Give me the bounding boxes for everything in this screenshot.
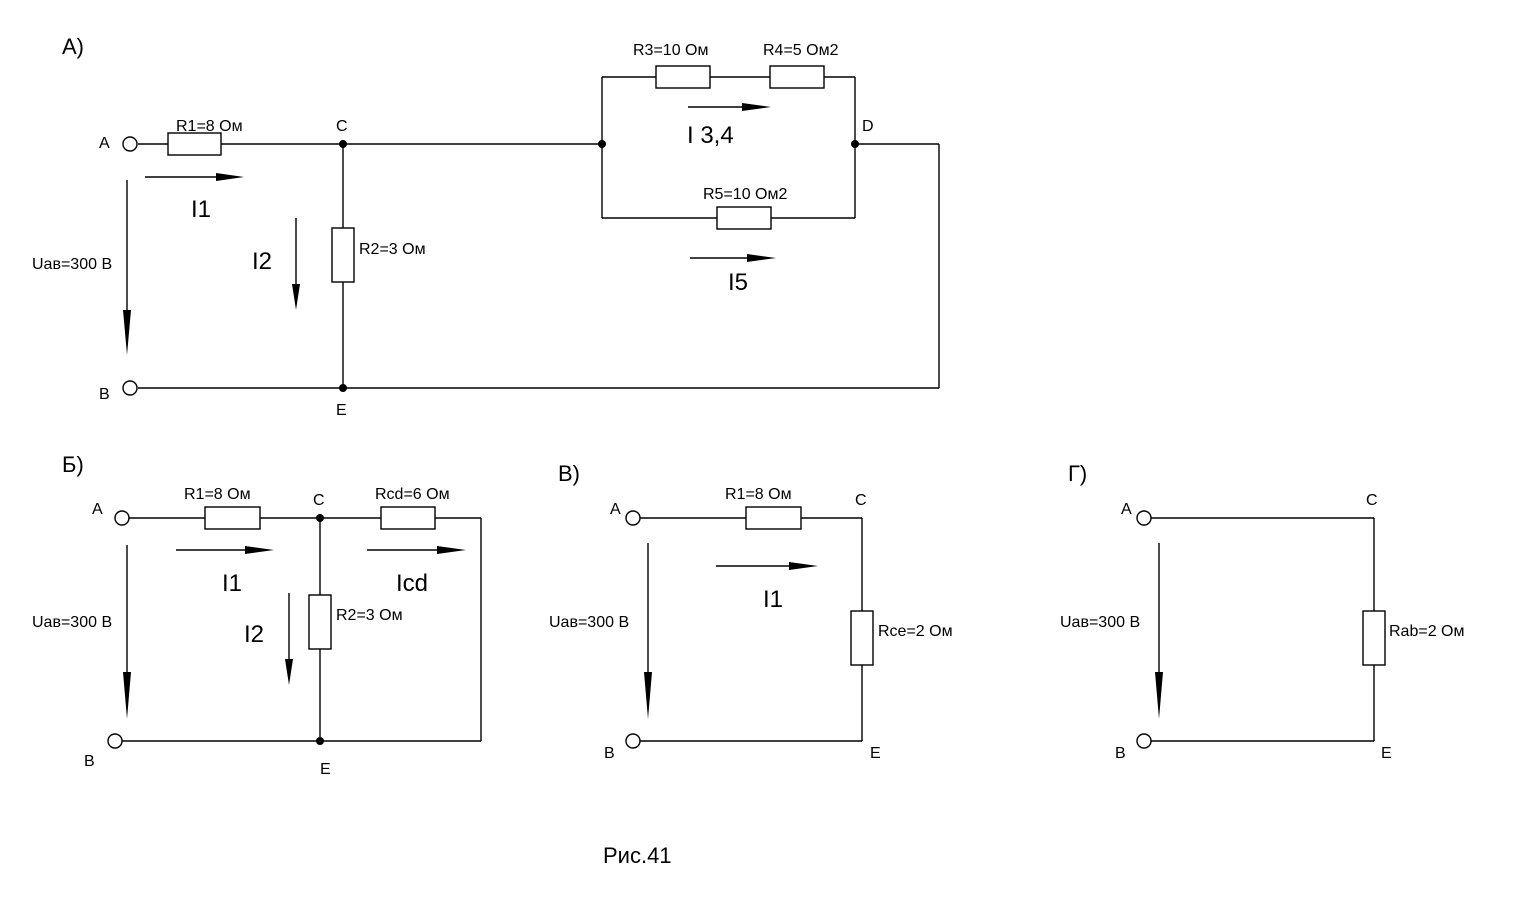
arrow-head	[216, 173, 244, 181]
label-current-i2: I2	[244, 621, 264, 648]
terminal-a	[1136, 510, 1152, 526]
node-label-e: E	[320, 761, 331, 778]
label-rcd: Rcd=6 Ом	[375, 486, 450, 503]
resistor-rcd	[380, 506, 436, 530]
node-label-d: D	[862, 118, 874, 135]
junction-c	[316, 514, 324, 522]
resistor-r1	[167, 132, 222, 156]
arrow-head	[285, 659, 293, 685]
terminal-a	[122, 136, 138, 152]
resistor-r5	[716, 206, 772, 230]
node-label-a: A	[610, 501, 621, 518]
arrow-head	[747, 254, 776, 262]
terminal-b	[107, 733, 123, 749]
junction-e	[339, 384, 347, 392]
label-voltage: Uав=300 В	[549, 614, 629, 631]
label-current-i1: I1	[222, 570, 242, 597]
label-voltage: Uав=300 В	[32, 614, 112, 631]
node-label-b: B	[84, 753, 95, 770]
junction-c	[339, 140, 347, 148]
label-rab: Rab=2 Ом	[1389, 623, 1464, 640]
arrow-head	[1155, 672, 1163, 719]
node-label-a: A	[92, 501, 103, 518]
label-r1: R1=8 Ом	[176, 118, 243, 135]
node-label-b: B	[1115, 745, 1126, 762]
terminal-a	[625, 510, 641, 526]
arrow-head	[245, 546, 274, 554]
arrow-head	[123, 672, 131, 719]
resistor-rce	[850, 610, 874, 666]
figure-caption: Рис.41	[603, 843, 672, 868]
label-r4: R4=5 Ом2	[763, 42, 839, 59]
label-r2: R2=3 Ом	[336, 607, 403, 624]
node-label-c: C	[336, 118, 348, 135]
label-r1: R1=8 Ом	[725, 486, 792, 503]
resistor-rab	[1362, 610, 1386, 666]
arrow-head	[292, 284, 300, 310]
label-voltage: Uав=300 В	[1060, 614, 1140, 631]
label-current-i34: I 3,4	[687, 122, 734, 149]
label-voltage: Uав=300 В	[32, 256, 112, 273]
label-r2: R2=3 Ом	[359, 241, 426, 258]
terminal-b	[625, 733, 641, 749]
circuit-panel-g: Г) A B C E Rab=2 Ом Uав=300 В	[1060, 461, 1464, 762]
circuit-panel-b: Б) A B C E R1=8 Ом R2=3 Ом Rcd=6 Ом Uав=…	[32, 452, 482, 778]
node-label-e: E	[870, 745, 881, 762]
terminal-b	[122, 380, 138, 396]
node-label-b: B	[99, 386, 110, 403]
resistor-r2	[331, 227, 355, 283]
node-label-e: E	[1381, 745, 1392, 762]
resistor-r1	[204, 506, 261, 530]
label-current-icd: Icd	[396, 570, 428, 597]
label-rce: Rce=2 Ом	[878, 623, 953, 640]
resistor-r2	[308, 594, 332, 650]
junction-d	[851, 140, 859, 148]
terminal-b	[1136, 733, 1152, 749]
label-current-i5: I5	[728, 269, 748, 296]
junction-e	[316, 737, 324, 745]
label-current-i1: I1	[763, 586, 783, 613]
label-current-i2: I2	[252, 248, 272, 275]
node-label-a: A	[1121, 501, 1132, 518]
label-r1: R1=8 Ом	[184, 486, 251, 503]
junction	[598, 140, 606, 148]
panel-v-title: В)	[558, 461, 580, 486]
terminal-a	[114, 510, 130, 526]
panel-a-title: А)	[62, 34, 84, 59]
label-r3: R3=10 Ом	[633, 42, 708, 59]
label-r5: R5=10 Ом2	[703, 186, 787, 203]
circuit-panel-v: В) A B C E R1=8 Ом Rce=2 Ом Uав=300 В I1	[549, 461, 953, 762]
node-label-c: C	[313, 492, 325, 509]
node-label-c: C	[1366, 492, 1378, 509]
arrow-head	[742, 103, 771, 111]
resistor-r4	[769, 65, 825, 89]
node-label-b: B	[604, 745, 615, 762]
arrow-head	[644, 672, 652, 719]
node-label-c: C	[855, 492, 867, 509]
circuit-panel-a: А)	[32, 34, 940, 419]
node-label-e: E	[336, 402, 347, 419]
resistor-r3	[655, 65, 711, 89]
arrow-head	[437, 546, 466, 554]
arrow-head	[123, 310, 131, 355]
resistor-r1	[745, 506, 802, 530]
node-label-a: A	[99, 135, 110, 152]
panel-g-title: Г)	[1068, 461, 1087, 486]
arrow-head	[789, 562, 818, 570]
panel-b-title: Б)	[62, 452, 84, 477]
label-current-i1: I1	[191, 196, 211, 223]
